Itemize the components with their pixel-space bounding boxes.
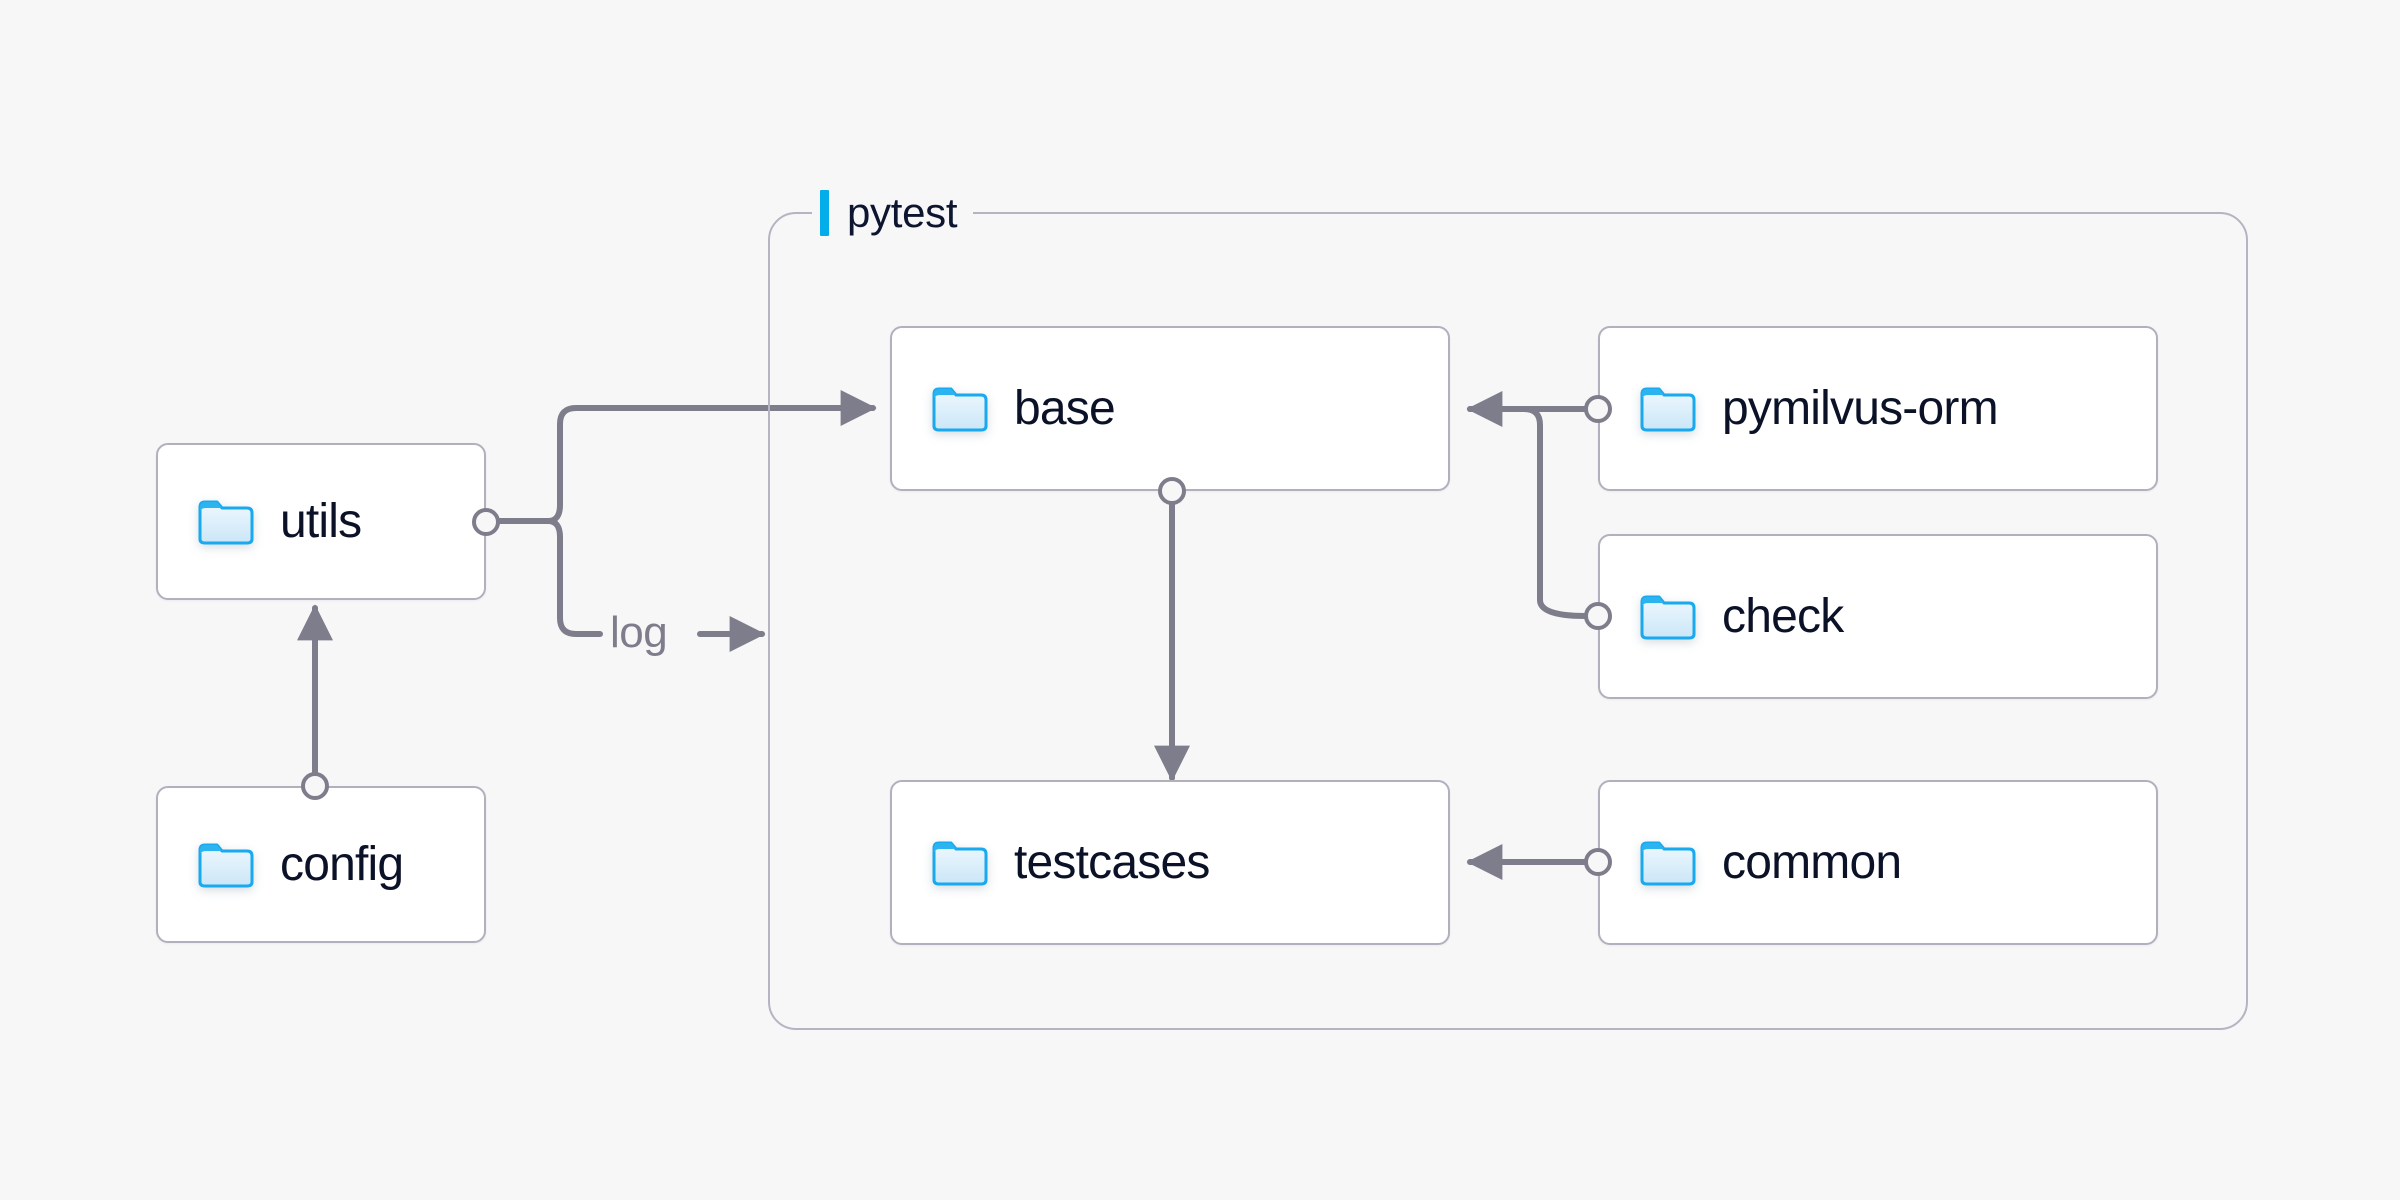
folder-icon — [932, 386, 988, 432]
node-base[interactable]: base — [890, 326, 1450, 491]
node-check[interactable]: check — [1598, 534, 2158, 699]
node-utils[interactable]: utils — [156, 443, 486, 600]
folder-icon — [1640, 594, 1696, 640]
edge-utils-to-pytest-log — [527, 518, 603, 637]
port-common-left[interactable] — [1584, 848, 1612, 876]
node-common[interactable]: common — [1598, 780, 2158, 945]
folder-icon — [198, 842, 254, 888]
edge-label-log: log — [604, 611, 674, 655]
port-check-left[interactable] — [1584, 602, 1612, 630]
node-common-label: common — [1722, 835, 1902, 889]
node-pymilvus-orm[interactable]: pymilvus-orm — [1598, 326, 2158, 491]
folder-icon — [1640, 386, 1696, 432]
port-pymilvus-orm-left[interactable] — [1584, 395, 1612, 423]
node-testcases[interactable]: testcases — [890, 780, 1450, 945]
node-check-label: check — [1722, 589, 1844, 643]
node-base-label: base — [1014, 381, 1116, 435]
port-config-top[interactable] — [301, 772, 329, 800]
folder-icon — [198, 499, 254, 545]
node-config-label: config — [280, 837, 404, 891]
node-pymilvus-orm-label: pymilvus-orm — [1722, 381, 1999, 435]
node-testcases-label: testcases — [1014, 835, 1210, 889]
port-base-bottom[interactable] — [1158, 477, 1186, 505]
pytest-group-container[interactable] — [768, 212, 2248, 1030]
pytest-group-label[interactable]: pytest — [812, 182, 974, 244]
port-utils-right[interactable] — [472, 508, 500, 536]
folder-icon — [932, 840, 988, 886]
node-config[interactable]: config — [156, 786, 486, 943]
group-title-text: pytest — [847, 189, 958, 236]
node-utils-label: utils — [280, 494, 362, 548]
group-accent-bar — [820, 190, 829, 236]
folder-icon — [1640, 840, 1696, 886]
edge-check-to-base — [1467, 406, 1588, 619]
